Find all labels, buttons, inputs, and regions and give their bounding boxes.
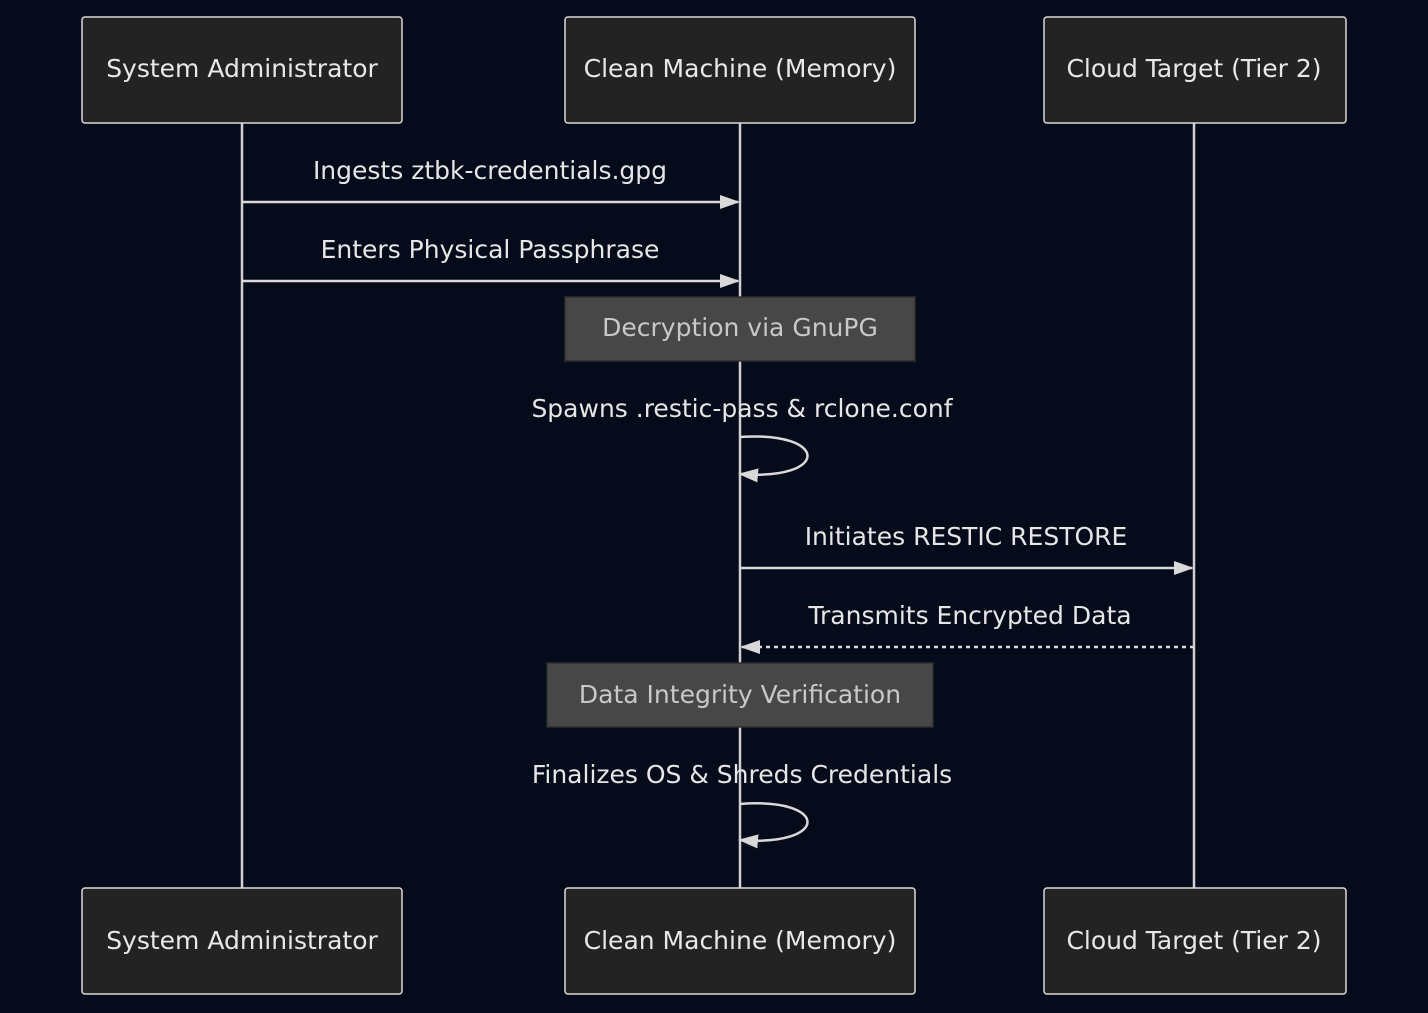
self-message-arrow: [738, 435, 809, 483]
note-label: Data Integrity Verification: [579, 680, 901, 709]
actor-bottom-cloud-target: Cloud Target (Tier 2): [1043, 887, 1347, 995]
message-label: Transmits Encrypted Data: [807, 601, 1131, 630]
message-label: Enters Physical Passphrase: [321, 235, 660, 264]
message-label: Finalizes OS & Shreds Credentials: [532, 760, 952, 789]
actor-top-system-administrator: System Administrator: [81, 16, 403, 124]
actor-top-cloud-target: Cloud Target (Tier 2): [1043, 16, 1347, 124]
actor-top-clean-machine: Clean Machine (Memory): [564, 16, 916, 124]
actor-label: Cloud Target (Tier 2): [1066, 926, 1321, 955]
actor-label: Clean Machine (Memory): [584, 54, 897, 83]
message-label: Ingests ztbk-credentials.gpg: [313, 156, 667, 185]
note-label: Decryption via GnuPG: [602, 313, 878, 342]
actor-label: System Administrator: [106, 54, 378, 83]
message-label: Spawns .restic-pass & rclone.conf: [531, 394, 953, 423]
actor-label: Cloud Target (Tier 2): [1066, 54, 1321, 83]
actor-bottom-system-administrator: System Administrator: [81, 887, 403, 995]
message-label: Initiates RESTIC RESTORE: [805, 522, 1128, 551]
self-message-arrow: [738, 802, 809, 849]
actor-label: Clean Machine (Memory): [584, 926, 897, 955]
actor-label: System Administrator: [106, 926, 378, 955]
note-integrity: Data Integrity Verification: [546, 662, 934, 728]
note-decryption: Decryption via GnuPG: [564, 296, 916, 362]
actor-bottom-clean-machine: Clean Machine (Memory): [564, 887, 916, 995]
